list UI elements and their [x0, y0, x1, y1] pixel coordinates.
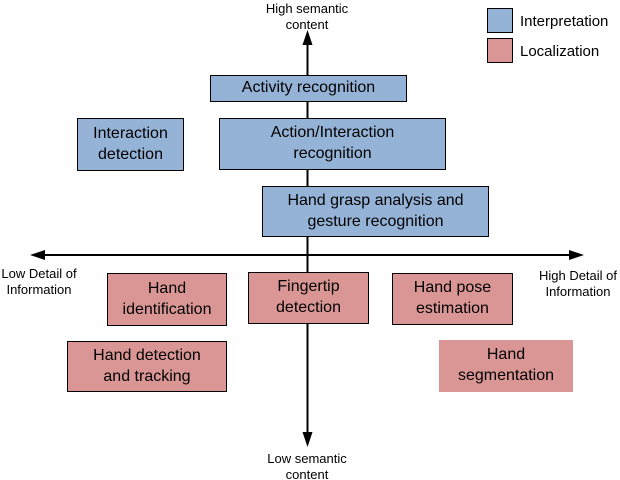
axis-label-low-detail-of-information: Low Detail of Information [1, 266, 77, 298]
node-activity-recognition: Activity recognition [210, 75, 407, 102]
legend-swatch-interpretation [487, 8, 513, 33]
legend-label-localization: Localization [520, 43, 600, 60]
arrowhead-right-icon [569, 250, 584, 260]
node-hand-segmentation: Hand segmentation [439, 340, 573, 392]
axis-label-high-detail-of-information: High Detail of Information [538, 268, 618, 300]
legend-label-interpretation: Interpretation [520, 13, 609, 30]
node-hand-grasp-gesture-recognition: Hand grasp analysis and gesture recognit… [262, 186, 489, 237]
node-fingertip-detection: Fingertip detection [248, 272, 369, 324]
axis-label-high-semantic-content: High semantic content [265, 1, 349, 33]
node-action-interaction-recognition: Action/Interaction recognition [219, 118, 446, 170]
legend: Interpretation Localization [0, 0, 620, 70]
node-interaction-detection: Interaction detection [77, 118, 184, 171]
arrowhead-down-icon [302, 432, 313, 447]
node-hand-identification: Hand identification [107, 273, 227, 326]
node-hand-detection-and-tracking: Hand detection and tracking [67, 341, 227, 392]
node-hand-pose-estimation: Hand pose estimation [392, 273, 513, 325]
arrowhead-left-icon [30, 250, 45, 260]
axis-label-low-semantic-content: Low semantic content [267, 451, 347, 480]
legend-swatch-localization [487, 38, 513, 63]
arrowhead-up-icon [302, 30, 313, 45]
